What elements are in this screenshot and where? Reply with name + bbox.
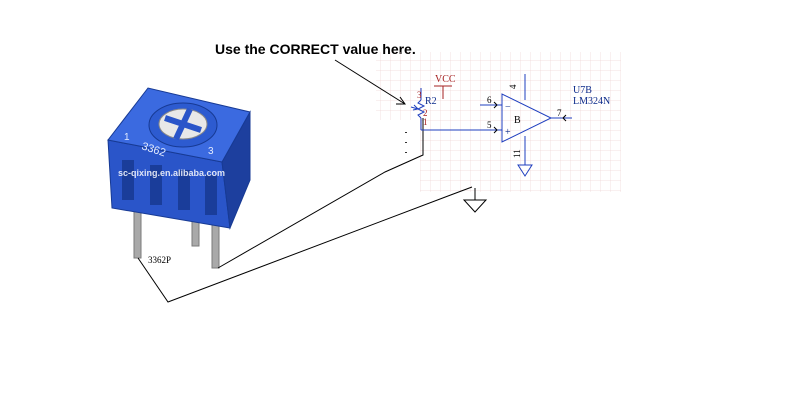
annotation-arrowhead [396, 96, 406, 105]
opamp-triangle-icon [501, 93, 553, 143]
pot-groove-3 [178, 170, 190, 210]
potentiometer-photo: 3362 1 3 sc-qixing.en.alibaba.com [107, 87, 251, 269]
vcc-label: VCC [435, 74, 456, 85]
resistor-r2-icon [410, 88, 426, 130]
part-label: 3362P [148, 255, 171, 265]
pot-pin-mark-right: 3 [208, 146, 214, 157]
resistor-pin-3: 3 [417, 90, 422, 100]
opamp-plus-sign: + [505, 127, 511, 138]
opamp-pin-vpos: 4 [508, 84, 518, 89]
schematic-blank-patch [376, 120, 420, 192]
pot-groove-2 [150, 165, 162, 205]
pot-pin-mark-left: 1 [124, 132, 130, 143]
wire-left-pin-to-ground [137, 186, 473, 303]
opamp-ref: U7B [573, 85, 592, 96]
photo-watermark: sc-qixing.en.alibaba.com [118, 168, 225, 178]
pot-groove-1 [122, 160, 134, 200]
resistor-pin-2: 2 [423, 108, 428, 118]
opamp-pin-inv: 6 [487, 95, 492, 105]
opamp-pin-vneg: 11 [512, 149, 522, 158]
opamp-unit-label: B [514, 115, 521, 126]
ground-icon [462, 188, 488, 213]
resistor-label: R2 [425, 96, 437, 107]
vcc-symbol [434, 85, 452, 99]
resistor-pin-marks [405, 132, 407, 153]
resistor-pin-1: 1 [423, 117, 428, 127]
opamp-part: LM324N [573, 96, 610, 107]
wire-right-pin-to-r2 [217, 118, 424, 269]
pot-groove-4 [205, 175, 217, 215]
annotation-lines [137, 59, 473, 303]
annotation-text: Use the CORRECT value here. [215, 41, 416, 57]
opamp-ground-icon [517, 164, 533, 177]
opamp-minus-sign: − [505, 102, 511, 113]
opamp-pin-noninv: 5 [487, 120, 492, 130]
pot-knob-slot-2 [173, 107, 193, 141]
opamp-pin-arrows [493, 101, 567, 134]
opamp-pin-out: 7 [557, 108, 562, 118]
schematic-wires [421, 74, 572, 165]
annotation-arrow-line [334, 59, 406, 105]
